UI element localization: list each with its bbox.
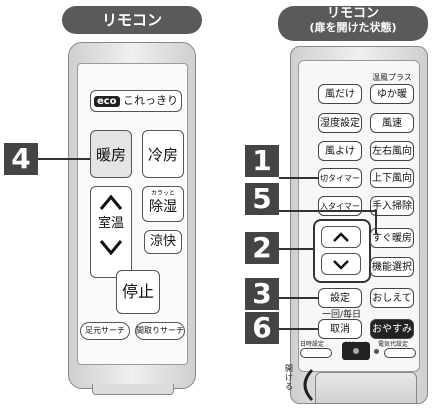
dehumidify-button[interactable]: カラッと 除湿: [142, 186, 184, 222]
left-remote-bottom: [92, 384, 174, 395]
timer-down-button[interactable]: [321, 253, 361, 275]
once-daily-label: 一回/毎日: [322, 310, 362, 320]
yuka-dan-button[interactable]: ゆか暖: [370, 84, 414, 104]
good-night-button[interactable]: おやすみ: [370, 319, 414, 339]
step-1-pointer: [279, 177, 318, 179]
down-arrow-icon: [333, 260, 349, 270]
left-title: リモコン: [62, 6, 202, 34]
timer-up-button[interactable]: [321, 226, 361, 248]
cool-button[interactable]: 冷房: [142, 130, 184, 178]
reset-hole-icon: [353, 348, 359, 354]
up-arrow-icon: [333, 232, 349, 242]
humidity-setting-button[interactable]: 湿度設定: [318, 113, 362, 133]
tell-me-button[interactable]: おしえて: [370, 288, 414, 308]
reset-button[interactable]: [342, 342, 370, 360]
open-label-text: 開ける: [285, 364, 293, 391]
right-subtitle: (扉を開けた状態): [309, 21, 397, 34]
electricity-setting-label: 電気代設定: [378, 341, 409, 348]
up-down-direction-button[interactable]: 上下風向: [370, 168, 414, 188]
kaze-dake-button[interactable]: 風だけ: [318, 84, 362, 104]
eco-badge: eco: [93, 96, 120, 107]
cancel-button[interactable]: 取消: [318, 319, 362, 339]
on-timer-button[interactable]: 入タイマー: [318, 196, 362, 216]
timer-arrow-rocker[interactable]: [313, 219, 371, 283]
filter-clean-button[interactable]: 手入掃除: [370, 196, 414, 216]
step-1-label: 1: [245, 145, 279, 177]
up-arrow-icon[interactable]: [91, 191, 131, 213]
dehumidify-label: 除湿: [149, 199, 177, 215]
step-4-label: 4: [4, 143, 38, 175]
step-3-label: 3: [245, 278, 279, 310]
temperature-rocker[interactable]: 室温: [90, 186, 132, 278]
eco-label: これっきり: [123, 94, 179, 107]
step-3-pointer: [279, 297, 318, 299]
fan-speed-button[interactable]: 風速: [370, 113, 414, 133]
heat-button[interactable]: 暖房: [90, 130, 132, 178]
onpu-plus-label: 温風プラス: [372, 73, 412, 82]
eco-korekkiri-button[interactable]: eco これっきり: [90, 90, 182, 112]
left-right-direction-button[interactable]: 左右風向: [370, 141, 414, 161]
function-select-button[interactable]: 機能選択: [370, 257, 414, 277]
kaze-yoke-button[interactable]: 風よけ: [318, 141, 362, 161]
foot-search-button[interactable]: 足元サーチ: [80, 322, 130, 340]
step-6-pointer: [279, 328, 318, 330]
down-arrow-icon[interactable]: [91, 235, 131, 257]
cool-breeze-button[interactable]: 涼快: [144, 230, 182, 254]
room-search-button[interactable]: 間取りサーチ: [135, 322, 185, 340]
step-6-label: 6: [245, 312, 279, 344]
door-flap: [315, 372, 417, 404]
right-title: リモコン: [326, 6, 379, 21]
door-curve-icon: [303, 368, 314, 402]
date-time-setting-button[interactable]: [300, 348, 332, 358]
dehumidify-small-label: カラッと: [150, 190, 175, 197]
step-5-label: 5: [245, 183, 279, 215]
off-timer-button[interactable]: 切タイマー: [318, 168, 362, 188]
date-time-setting-label: 日時設定: [300, 341, 325, 348]
step-5-pointer-vertical: [375, 210, 377, 234]
indicator-icon: [374, 349, 379, 354]
step-4-pointer: [38, 158, 90, 160]
right-title-block: リモコン (扉を開けた状態): [278, 6, 428, 41]
step-2-pointer: [279, 248, 313, 250]
open-label: 開ける: [285, 364, 295, 391]
temperature-label: 室温: [97, 216, 124, 231]
step-5-pointer: [279, 210, 376, 212]
stop-button[interactable]: 停止: [116, 270, 160, 314]
electricity-setting-button[interactable]: [384, 348, 416, 358]
quick-heat-button[interactable]: すぐ暖房: [370, 228, 414, 248]
set-button[interactable]: 設定: [318, 288, 362, 308]
step-2-label: 2: [245, 232, 279, 264]
